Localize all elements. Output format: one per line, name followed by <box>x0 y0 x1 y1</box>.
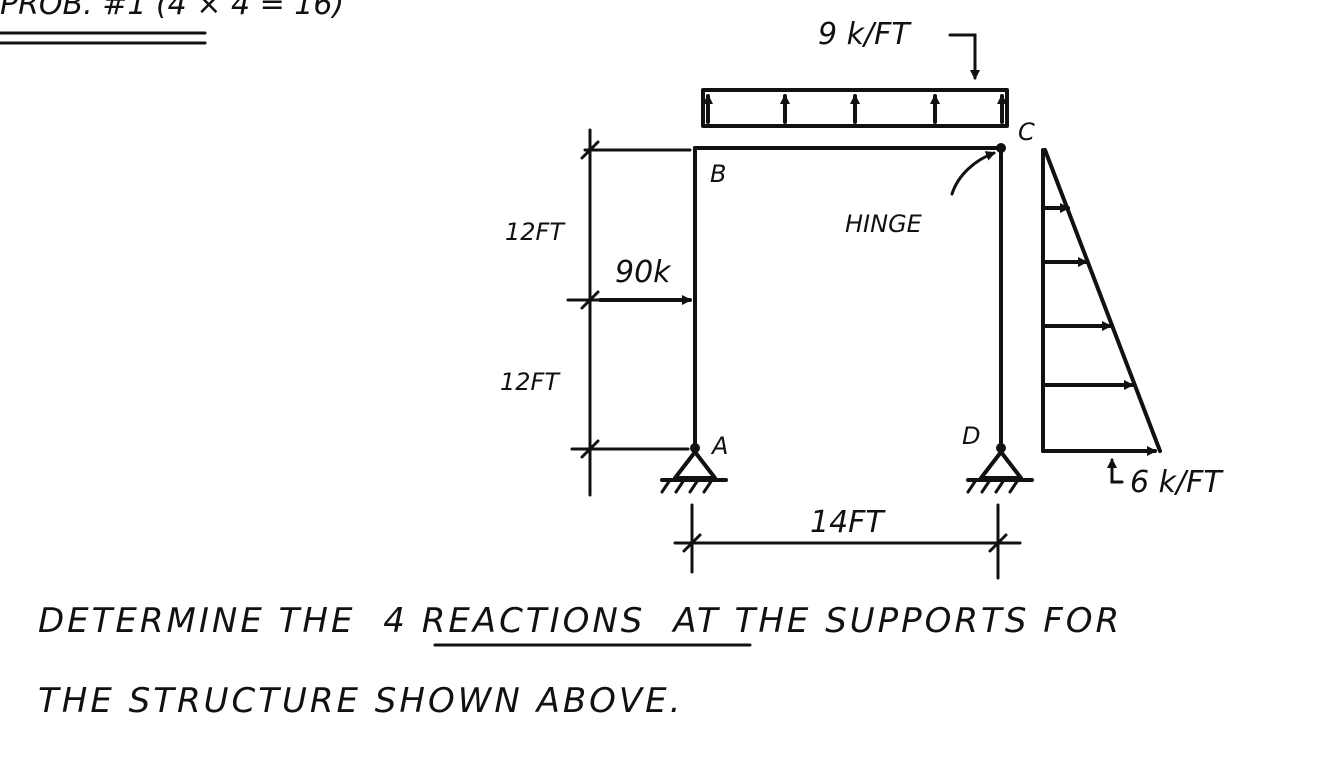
support-a-triangle <box>673 450 717 480</box>
support-d-pin <box>996 443 1006 453</box>
problem-line-1-end: AT THE SUPPORTS FOR <box>671 601 1122 641</box>
vertical-dimensions: 12FT 12FT <box>500 128 692 497</box>
hinge-marker <box>996 143 1006 153</box>
point-load-label: 90k <box>615 255 672 290</box>
top-load-leader <box>948 33 980 80</box>
dim-lower-label: 12FT <box>500 368 561 396</box>
tri-load-leader <box>1107 458 1124 484</box>
hinge-leader <box>950 151 996 196</box>
dim-tick-bottom <box>580 439 600 459</box>
node-b-label: B <box>710 160 726 188</box>
support-a-pin <box>690 443 700 453</box>
top-load-block <box>701 88 1009 128</box>
support-d <box>966 443 1034 494</box>
problem-statement: DETERMINE THE 4 REACTIONS AT THE SUPPORT… <box>38 601 1122 721</box>
tri-load-hypotenuse <box>1043 148 1162 453</box>
triangular-load: 6 k/FT <box>1041 148 1224 500</box>
hinge-callout: HINGE <box>845 151 996 238</box>
support-a <box>660 443 728 494</box>
frame <box>693 143 1006 450</box>
span-tick-left <box>682 533 702 553</box>
problem-header-text: PROB. #1 (4 × 4 = 16) <box>0 0 344 22</box>
problem-line-1: DETERMINE THE 4 REACTIONS AT THE SUPPORT… <box>38 601 1122 641</box>
support-d-triangle <box>979 450 1023 480</box>
dim-tick-mid <box>580 290 600 310</box>
support-d-hatch <box>966 478 1020 494</box>
span-label: 14FT <box>810 505 886 540</box>
node-c-label: C <box>1018 118 1035 146</box>
node-d-label: D <box>962 422 980 450</box>
point-load: 90k <box>598 255 692 305</box>
problem-line-1-start: DETERMINE THE <box>38 601 355 641</box>
span-dimension: 14FT <box>673 503 1022 580</box>
dim-upper-label: 12FT <box>505 218 566 246</box>
dim-tick-top <box>580 140 600 160</box>
node-a-label: A <box>710 432 728 460</box>
problem-line-2: THE STRUCTURE SHOWN ABOVE. <box>38 681 683 721</box>
top-load-label: 9 k/FT <box>818 17 912 52</box>
hinge-label: HINGE <box>845 210 923 238</box>
span-tick-right <box>988 533 1008 553</box>
support-a-hatch <box>660 478 714 494</box>
top-distributed-load: 9 k/FT <box>701 17 1009 128</box>
problem-header: PROB. #1 (4 × 4 = 16) <box>0 0 344 45</box>
problem-line-1-underlined: 4 REACTIONS <box>383 601 645 641</box>
tri-load-label: 6 k/FT <box>1130 465 1224 500</box>
